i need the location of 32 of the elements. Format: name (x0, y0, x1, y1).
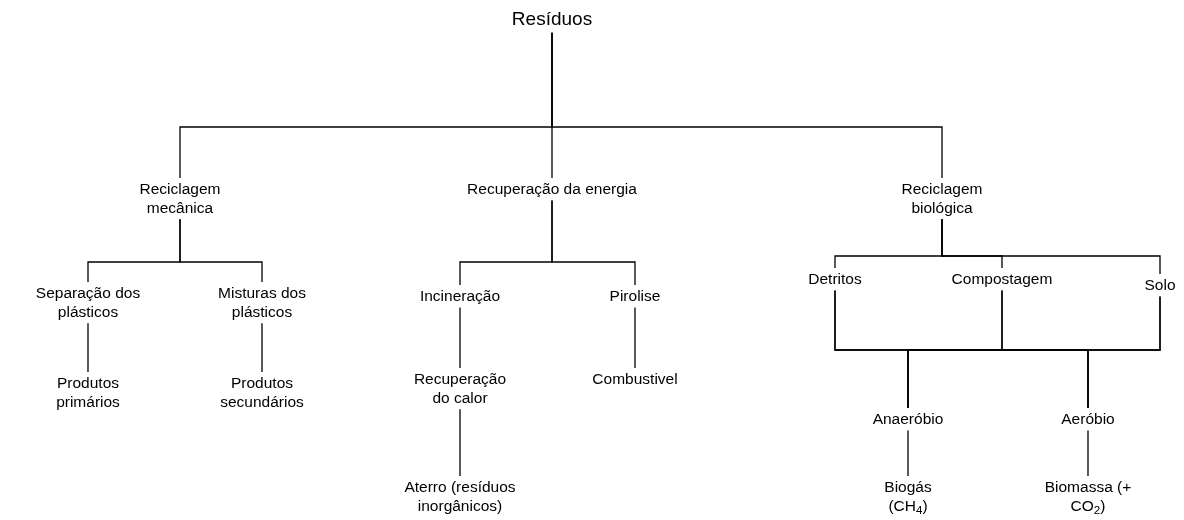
connector-line (1087, 429, 1089, 477)
connector-line (459, 408, 461, 477)
connector-line (941, 218, 1161, 275)
node-label: Resíduos (492, 8, 612, 31)
node-label: Recuperação da energia (467, 180, 637, 199)
node-label: Biomassa (+ CO$_{2}$) (1043, 478, 1133, 516)
connector-line (179, 218, 263, 283)
node-label: Combustivel (580, 370, 690, 389)
connector-line (261, 322, 263, 373)
connector-line (907, 429, 909, 477)
connector-line (1087, 295, 1161, 409)
node-label: Aeróbio (1043, 410, 1133, 429)
node-label: Produtos primários (38, 374, 138, 412)
node-label: Separação dos plásticos (23, 284, 153, 322)
node-label: Solo (1138, 276, 1182, 295)
node-label: Reciclagem biológica (887, 180, 997, 218)
connector-line (459, 306, 461, 369)
connector-line (551, 32, 943, 179)
node-label: Compostagem (942, 270, 1062, 289)
node-label: Produtos secundários (212, 374, 312, 412)
node-label: Pirolise (590, 287, 680, 306)
node-label: Anaeróbio (858, 410, 958, 429)
node-label: Misturas dos plásticos (207, 284, 317, 322)
node-label: Detritos (795, 270, 875, 289)
connector-line (634, 306, 636, 369)
node-label: Biogás (CH$_{4}$) (873, 478, 943, 516)
node-label: Aterro (resíduos inorgânicos) (390, 478, 530, 516)
connector-line (87, 322, 89, 373)
node-label: Reciclagem mecânica (125, 180, 235, 218)
node-label: Recuperação do calor (405, 370, 515, 408)
node-label: Incineração (405, 287, 515, 306)
connector-line (551, 199, 636, 286)
